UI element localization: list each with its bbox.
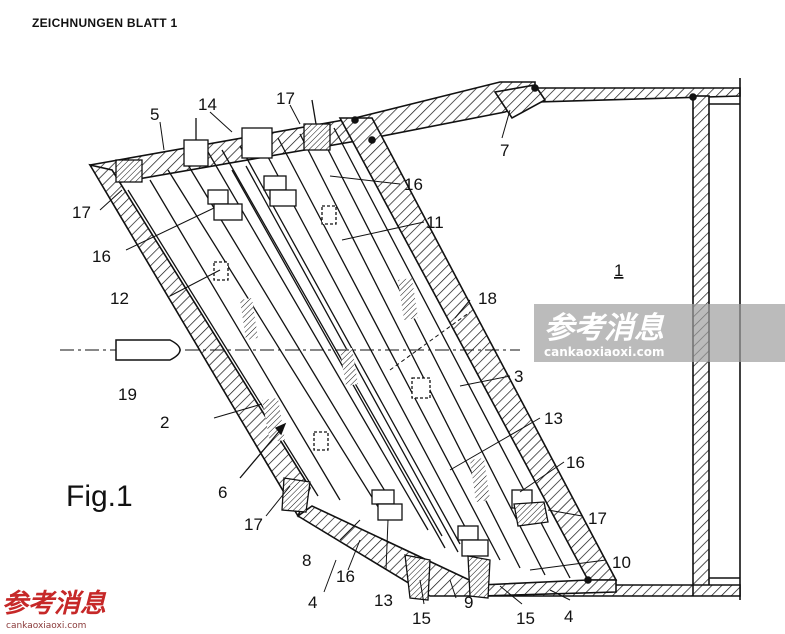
label-10: 10 bbox=[612, 553, 631, 572]
label-11: 11 bbox=[426, 213, 444, 232]
label-16-top: 16 bbox=[404, 175, 423, 194]
leader-lines bbox=[99, 104, 607, 605]
label-9: 9 bbox=[464, 593, 473, 612]
top-fittings bbox=[115, 99, 331, 183]
reference-numerals: 5 14 17 7 16 17 11 16 1 12 18 19 3 2 13 … bbox=[72, 89, 631, 628]
label-5: 5 bbox=[150, 105, 159, 124]
figure-label: Fig.1 bbox=[66, 480, 133, 513]
label-17-left: 17 bbox=[72, 203, 91, 222]
label-15-left: 15 bbox=[412, 609, 431, 628]
watermark-brand-glyphs-bottom: 参考消息 bbox=[2, 589, 107, 619]
armour-box bbox=[88, 84, 697, 597]
left-wall bbox=[88, 163, 311, 518]
sheet-header: ZEICHNUNGEN BLATT 1 bbox=[32, 16, 178, 30]
watermark-right: 参考消息 cankaoxiaoxi.com bbox=[534, 304, 785, 362]
watermark-bottom-left: 参考消息 cankaoxiaoxi.com bbox=[2, 589, 107, 631]
projectile-19 bbox=[60, 339, 520, 361]
label-4-left: 4 bbox=[308, 593, 317, 612]
watermark-brand-glyphs: 参考消息 bbox=[544, 311, 665, 346]
label-8: 8 bbox=[302, 551, 311, 570]
label-4-right: 4 bbox=[564, 607, 573, 626]
label-14: 14 bbox=[198, 95, 217, 114]
label-16-right: 16 bbox=[566, 453, 585, 472]
label-17-right: 17 bbox=[588, 509, 607, 528]
label-13-bottom: 13 bbox=[374, 591, 393, 610]
label-12: 12 bbox=[110, 289, 129, 308]
label-19: 19 bbox=[118, 385, 137, 404]
label-7: 7 bbox=[500, 141, 509, 160]
label-15-right: 15 bbox=[516, 609, 535, 628]
label-2: 2 bbox=[160, 413, 169, 432]
bottom-fittings bbox=[281, 477, 549, 601]
label-16-left: 16 bbox=[92, 247, 111, 266]
label-1: 1 bbox=[614, 261, 623, 280]
watermark-domain: cankaoxiaoxi.com bbox=[544, 345, 665, 359]
watermark-domain-bottom: cankaoxiaoxi.com bbox=[6, 621, 86, 631]
label-13-right: 13 bbox=[544, 409, 563, 428]
label-16-bottom: 16 bbox=[336, 567, 355, 586]
label-18: 18 bbox=[478, 289, 497, 308]
label-17-bottom: 17 bbox=[244, 515, 263, 534]
arrow-6 bbox=[239, 422, 287, 479]
part-7-wedge bbox=[493, 84, 547, 120]
label-3: 3 bbox=[514, 367, 523, 386]
label-17-top: 17 bbox=[276, 89, 295, 108]
label-6: 6 bbox=[218, 483, 227, 502]
